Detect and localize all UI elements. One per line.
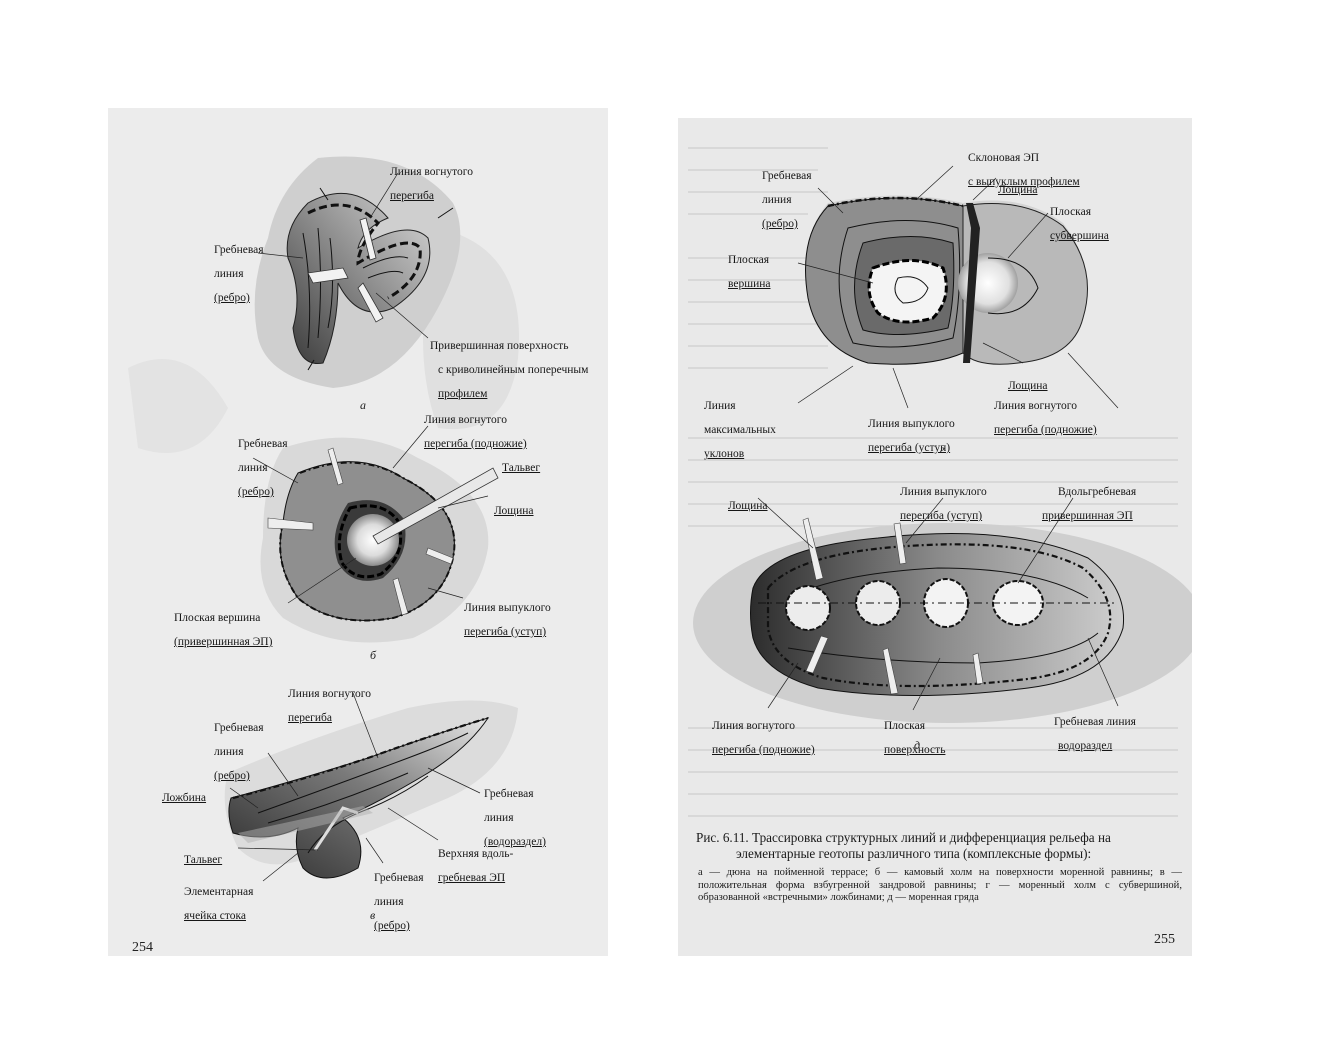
fig-b-hollow-label: Лощина	[494, 505, 534, 517]
fig-b-convex-label: Линия выпуклого перегиба (уступ)	[464, 602, 551, 638]
fig-d-hollow-label: Лощина	[728, 500, 768, 512]
page-number-right: 255	[1154, 932, 1175, 947]
fig-g-slope-label: Склоновая ЭП с выпуклым профилем	[968, 152, 1080, 188]
fig-g-hollow-top-label: Лощина	[998, 184, 1038, 196]
fig-v-trough-label: Ложбина	[162, 792, 207, 804]
right-page: Склоновая ЭП с выпуклым профилем Гребнев…	[678, 118, 1192, 956]
fig-g-ridge-label: Гребневая линия (ребро)	[762, 170, 812, 230]
fig-v-sublabel: в	[370, 908, 376, 922]
fig-d-convex-label: Линия выпуклого перегиба (уступ)	[900, 486, 987, 522]
fig-v-ridge-divide-label: Гребневая линия (водораздел)	[484, 788, 546, 848]
left-page: Линия вогнутого перегиба Гребневая линия…	[108, 108, 608, 956]
caption-title-line1: Рис. 6.11. Трассировка структурных линий…	[696, 830, 1111, 845]
fig-v-thalweg-label: Тальвег	[184, 854, 223, 866]
fig-v-ridge-label: Гребневая линия (ребро)	[214, 722, 264, 782]
fig-g-sublabel: г	[940, 442, 945, 456]
figure-v-drawing	[224, 692, 518, 882]
figure-caption: Рис. 6.11. Трассировка структурных линий…	[696, 830, 1182, 905]
bleed-through-lines	[688, 147, 1178, 817]
fig-g-convex-label: Линия выпуклого перегиба (уступ)	[868, 418, 955, 454]
fig-g-flat-top-label: Плоская вершина	[728, 254, 771, 290]
figure-g-drawing	[797, 165, 1119, 409]
fig-g-max-slope-label: Линия максимальных уклонов	[704, 400, 776, 460]
fig-a-subsummit-label: Привершинная поверхность с криволинейным…	[430, 340, 589, 400]
fig-a-ridge-label: Гребневая линия (ребро)	[214, 244, 264, 304]
fig-a-sublabel: а	[360, 398, 366, 412]
caption-text: а — дюна на пойменной террасе; б — камов…	[698, 867, 1182, 903]
fig-v-concave-label: Линия вогнутого перегиба	[288, 688, 371, 724]
fig-g-flat-subsummit-label: Плоская субвершина	[1050, 206, 1109, 242]
figure-d-drawing	[693, 497, 1192, 723]
fig-v-upper-label: Верхняя вдоль- гребневая ЭП	[438, 848, 514, 884]
fig-v-cell-label: Элементарная ячейка стока	[184, 886, 254, 922]
fig-d-flat-surface-label: Плоская поверхность	[884, 720, 946, 756]
page-number-left: 254	[132, 940, 153, 955]
fig-d-concave-label: Линия вогнутого перегиба (подножие)	[712, 720, 815, 756]
fig-b-concave-label: Линия вогнутого перегиба (подножие)	[424, 414, 527, 450]
figure-a-drawing	[254, 156, 461, 388]
left-page-figures	[128, 156, 519, 882]
fig-b-thalweg-label: Тальвег	[502, 462, 541, 474]
fig-b-ridge-label: Гребневая линия (ребро)	[238, 438, 288, 498]
fig-a-concave-label: Линия вогнутого перегиба	[390, 166, 473, 202]
fig-v-ridge2-label: Гребневая линия (ребро)	[374, 872, 424, 932]
fig-g-hollow-bottom-label: Лощина	[1008, 380, 1048, 392]
figure-b-drawing	[252, 425, 499, 643]
caption-title: Рис. 6.11. Трассировка структурных линий…	[696, 830, 1182, 862]
fig-g-concave-label: Линия вогнутого перегиба (подножие)	[994, 400, 1097, 436]
fig-d-ridge-divide-label: Гребневая линия водораздел	[1054, 716, 1136, 752]
caption-title-line2: элементарные геотопы различного типа (ко…	[736, 846, 1092, 861]
fig-d-along-ridge-label: Вдольгребневая привершинная ЭП	[1042, 486, 1137, 522]
fig-b-flat-top-label: Плоская вершина (привершинная ЭП)	[174, 612, 273, 648]
fig-b-sublabel: б	[370, 648, 377, 662]
fig-d-sublabel: д	[914, 738, 921, 752]
right-page-figures	[688, 147, 1192, 817]
